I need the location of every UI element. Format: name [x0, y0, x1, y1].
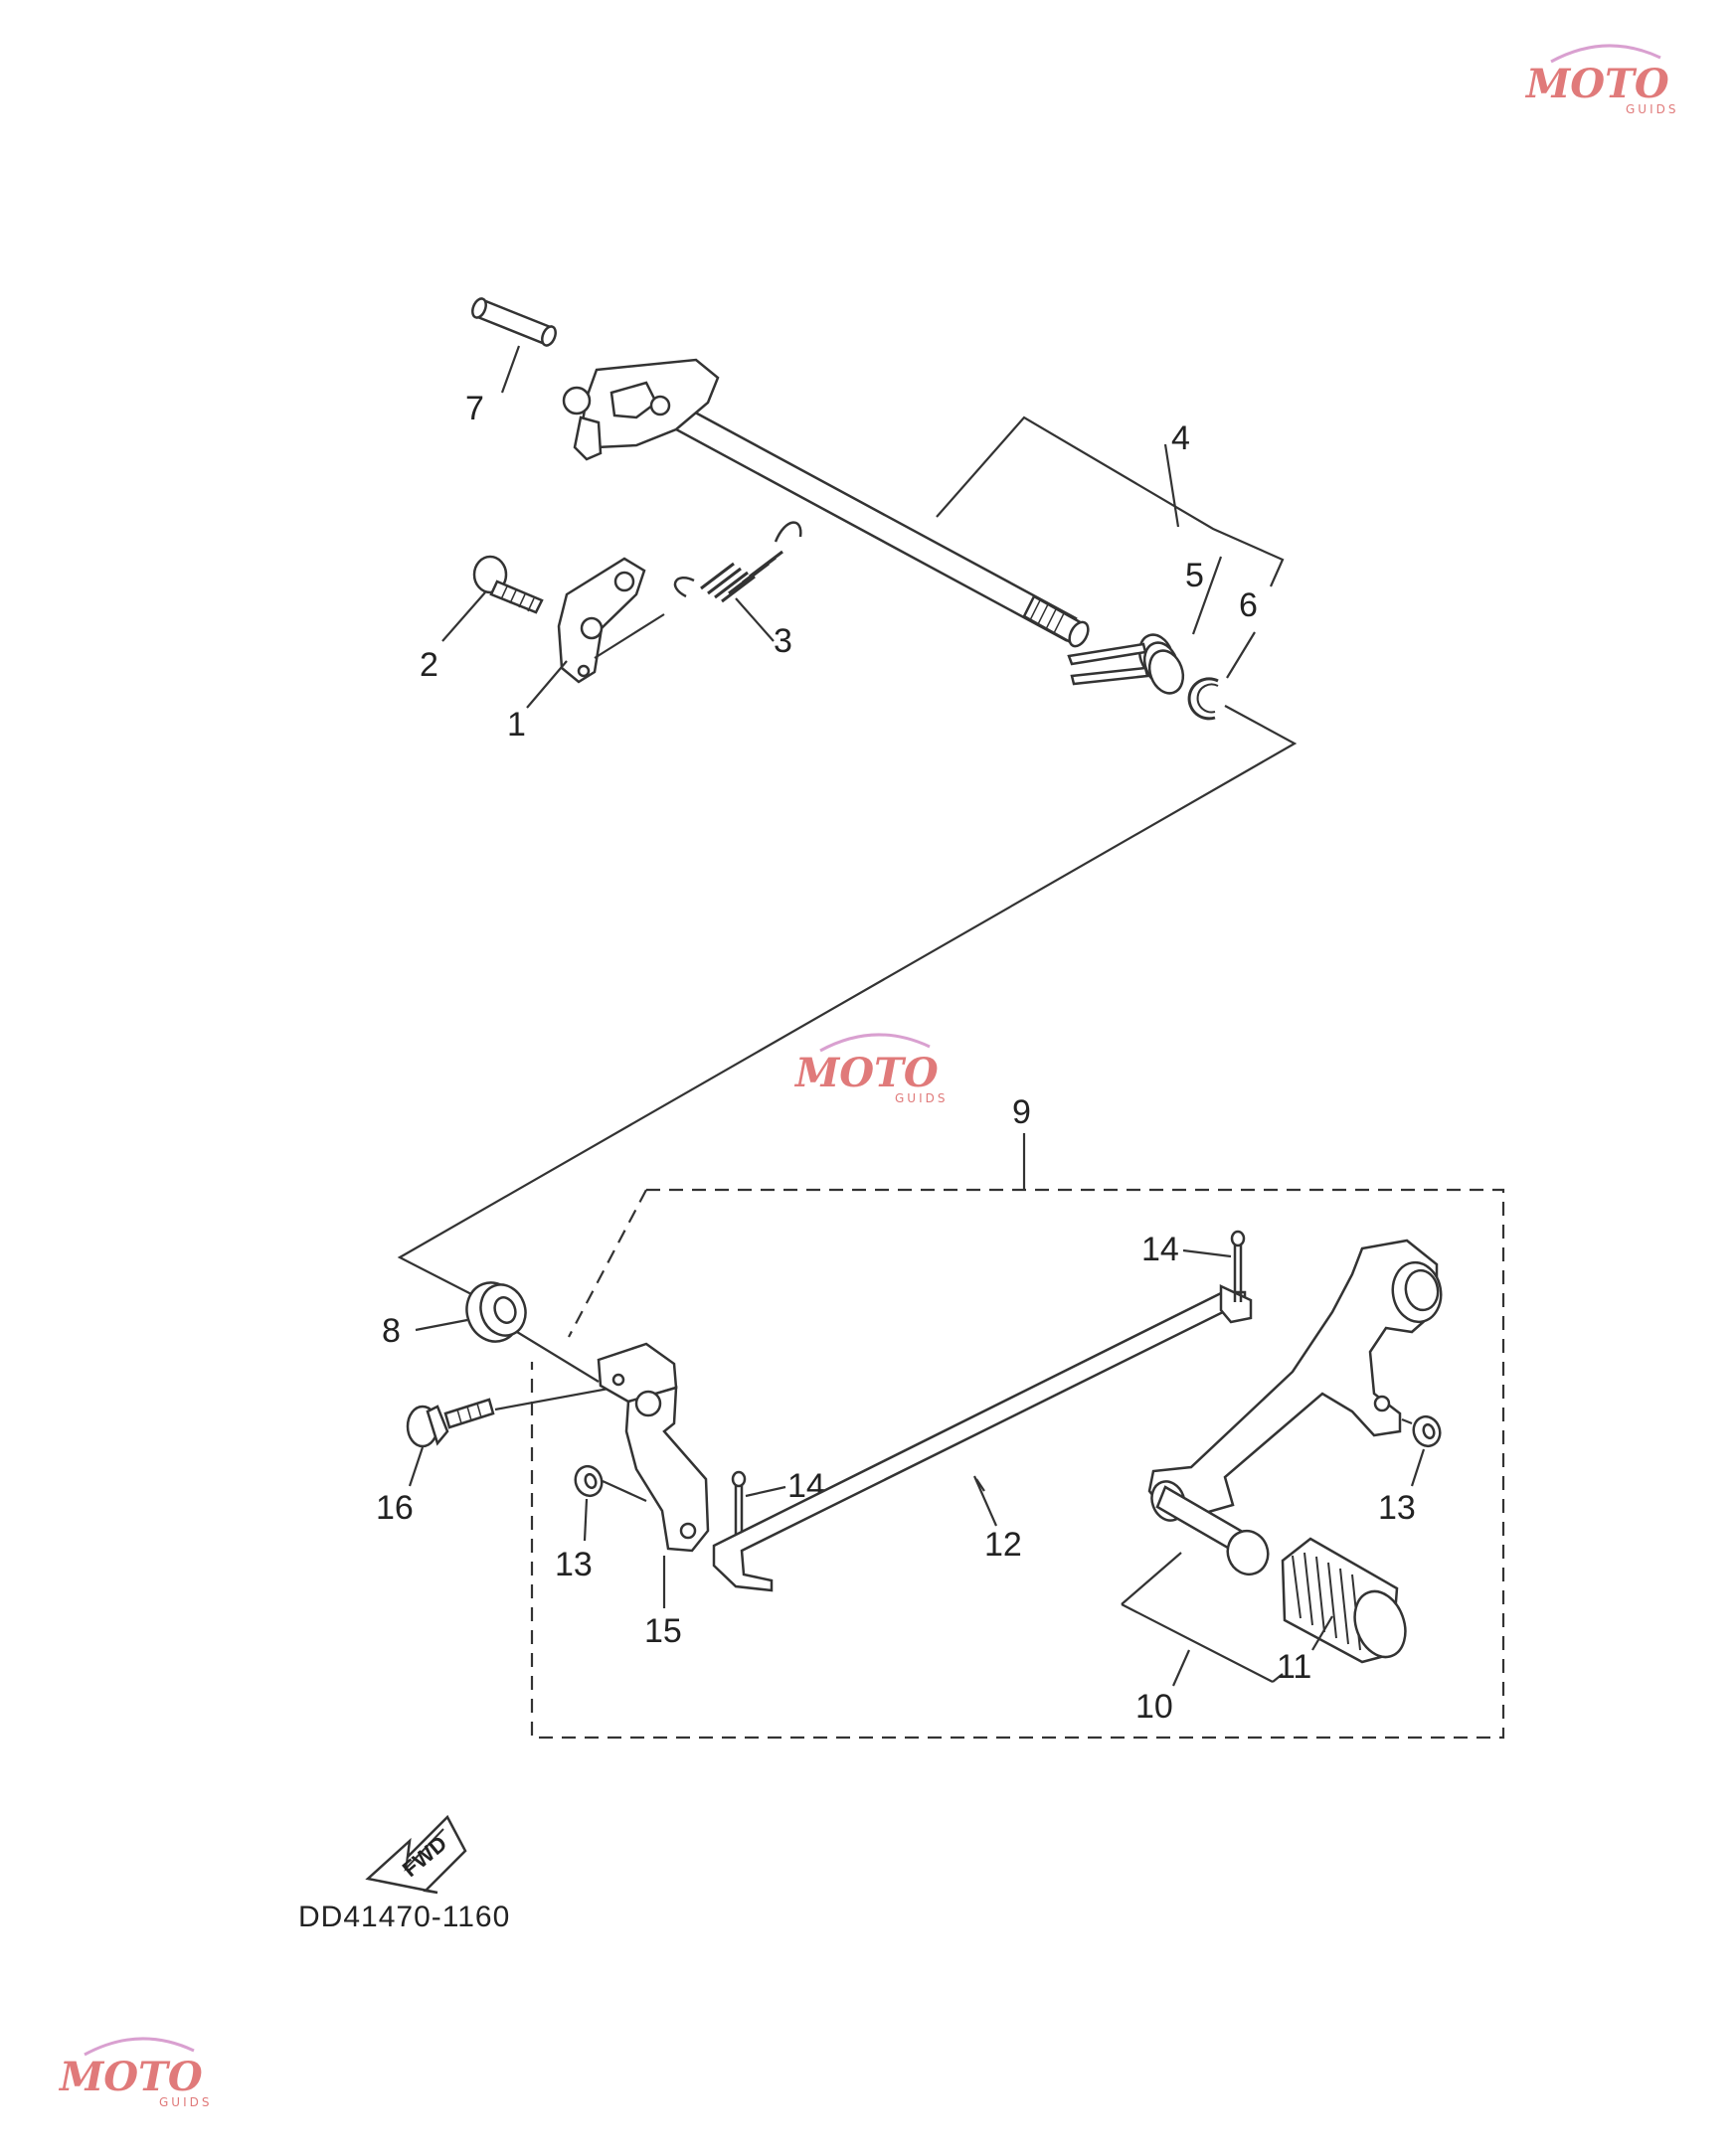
part-14-cotter-pin-right — [1230, 1230, 1246, 1302]
leader-13a — [583, 1498, 589, 1542]
part-11-pedal-rubber — [1281, 1537, 1407, 1664]
part-6-circlip — [1187, 677, 1219, 721]
callout-4: 4 — [1171, 419, 1190, 457]
part-2-bolt — [472, 555, 544, 614]
watermark-center: MOTO GUIDS — [793, 1033, 948, 1105]
leader-13a-to-arm — [602, 1479, 647, 1503]
leader-13b-to-pedal — [1401, 1417, 1413, 1425]
leader-16 — [408, 1446, 425, 1487]
part-15-shift-arm — [597, 1342, 710, 1553]
assembly-9-box-slant — [568, 1189, 647, 1338]
part-7-pin — [471, 297, 557, 347]
watermark-sub: GUIDS — [159, 2095, 212, 2109]
leader-6 — [1226, 631, 1256, 679]
leader-shaft-to-washer — [397, 705, 1298, 1298]
leader-5 — [1191, 556, 1223, 635]
watermark-bottom-left: MOTO GUIDS — [58, 2037, 212, 2109]
callout-6: 6 — [1239, 586, 1258, 624]
part-3-tension-spring — [673, 521, 802, 603]
callout-14a: 14 — [1141, 1231, 1179, 1268]
leader-10-tick — [1171, 1649, 1191, 1687]
part-4-shift-shaft — [562, 358, 1090, 648]
callout-2: 2 — [420, 646, 438, 684]
part-10-shift-pedal — [1147, 1239, 1443, 1576]
leader-8-to-15 — [516, 1331, 600, 1383]
leader-14b — [745, 1485, 786, 1498]
leader-3 — [735, 597, 775, 642]
leader-8 — [415, 1318, 468, 1332]
watermark-brand: MOTO — [58, 2054, 203, 2100]
part-13-washer-left — [574, 1464, 604, 1498]
callout-16: 16 — [376, 1489, 414, 1527]
leader-1-to-3 — [594, 613, 665, 659]
watermark-sub: GUIDS — [895, 1091, 948, 1105]
leader-4-outline — [936, 415, 1285, 587]
callout-13b: 13 — [1378, 1489, 1416, 1527]
part-12-shift-rod — [712, 1284, 1253, 1592]
leader-4-tick — [1163, 443, 1180, 528]
leader-10-outline — [1121, 1552, 1284, 1683]
watermark-brand: MOTO — [793, 1050, 939, 1096]
part-13-washer-right — [1412, 1414, 1442, 1448]
callout-5: 5 — [1185, 557, 1204, 594]
callout-7: 7 — [465, 390, 484, 427]
callout-10: 10 — [1135, 1688, 1173, 1726]
diagram-code: DD41470-1160 — [298, 1901, 510, 1933]
leader-2 — [441, 591, 486, 642]
watermark-top-right: MOTO GUIDS — [1524, 44, 1678, 116]
fwd-arrow: FWD — [365, 1814, 467, 1895]
callout-3: 3 — [774, 622, 792, 660]
assembly-9-box — [530, 1188, 1505, 1740]
leader-1 — [526, 660, 568, 709]
part-8-oil-seal — [465, 1281, 527, 1343]
leader-16-to-15 — [494, 1387, 609, 1411]
leader-11 — [1311, 1615, 1333, 1651]
part-1-stopper-lever — [557, 557, 646, 684]
part-5-spring — [1067, 633, 1185, 695]
callout-13a: 13 — [555, 1546, 593, 1583]
callout-1: 1 — [507, 706, 526, 744]
callout-15: 15 — [644, 1612, 682, 1650]
watermark-brand: MOTO — [1524, 61, 1669, 107]
watermark-sub: GUIDS — [1626, 102, 1678, 116]
callout-9: 9 — [1012, 1093, 1031, 1131]
leader-12 — [972, 1475, 998, 1527]
leader-7 — [500, 345, 521, 394]
callout-12: 12 — [984, 1526, 1022, 1564]
callout-11: 11 — [1277, 1648, 1311, 1686]
callout-8: 8 — [382, 1312, 401, 1350]
part-16-bolt — [406, 1398, 495, 1448]
leader-14a — [1182, 1248, 1232, 1258]
leader-13b — [1410, 1448, 1426, 1487]
